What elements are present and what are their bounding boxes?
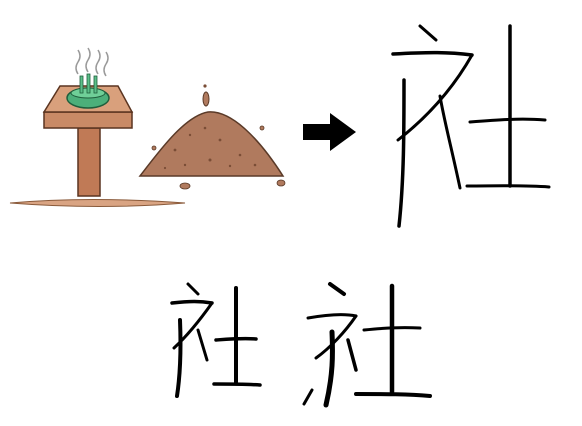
right-arrow-icon	[303, 113, 356, 151]
small-character-right: 社	[304, 284, 424, 404]
earth-mound-icon	[138, 84, 286, 190]
large-character-strokes	[391, 24, 551, 228]
small-character-left-strokes	[170, 282, 262, 398]
ground	[9, 199, 186, 207]
small-character-left: 社	[168, 284, 272, 388]
small-character-right-strokes	[302, 282, 432, 408]
large-character: 社	[390, 20, 582, 230]
altar-icon	[42, 47, 134, 197]
